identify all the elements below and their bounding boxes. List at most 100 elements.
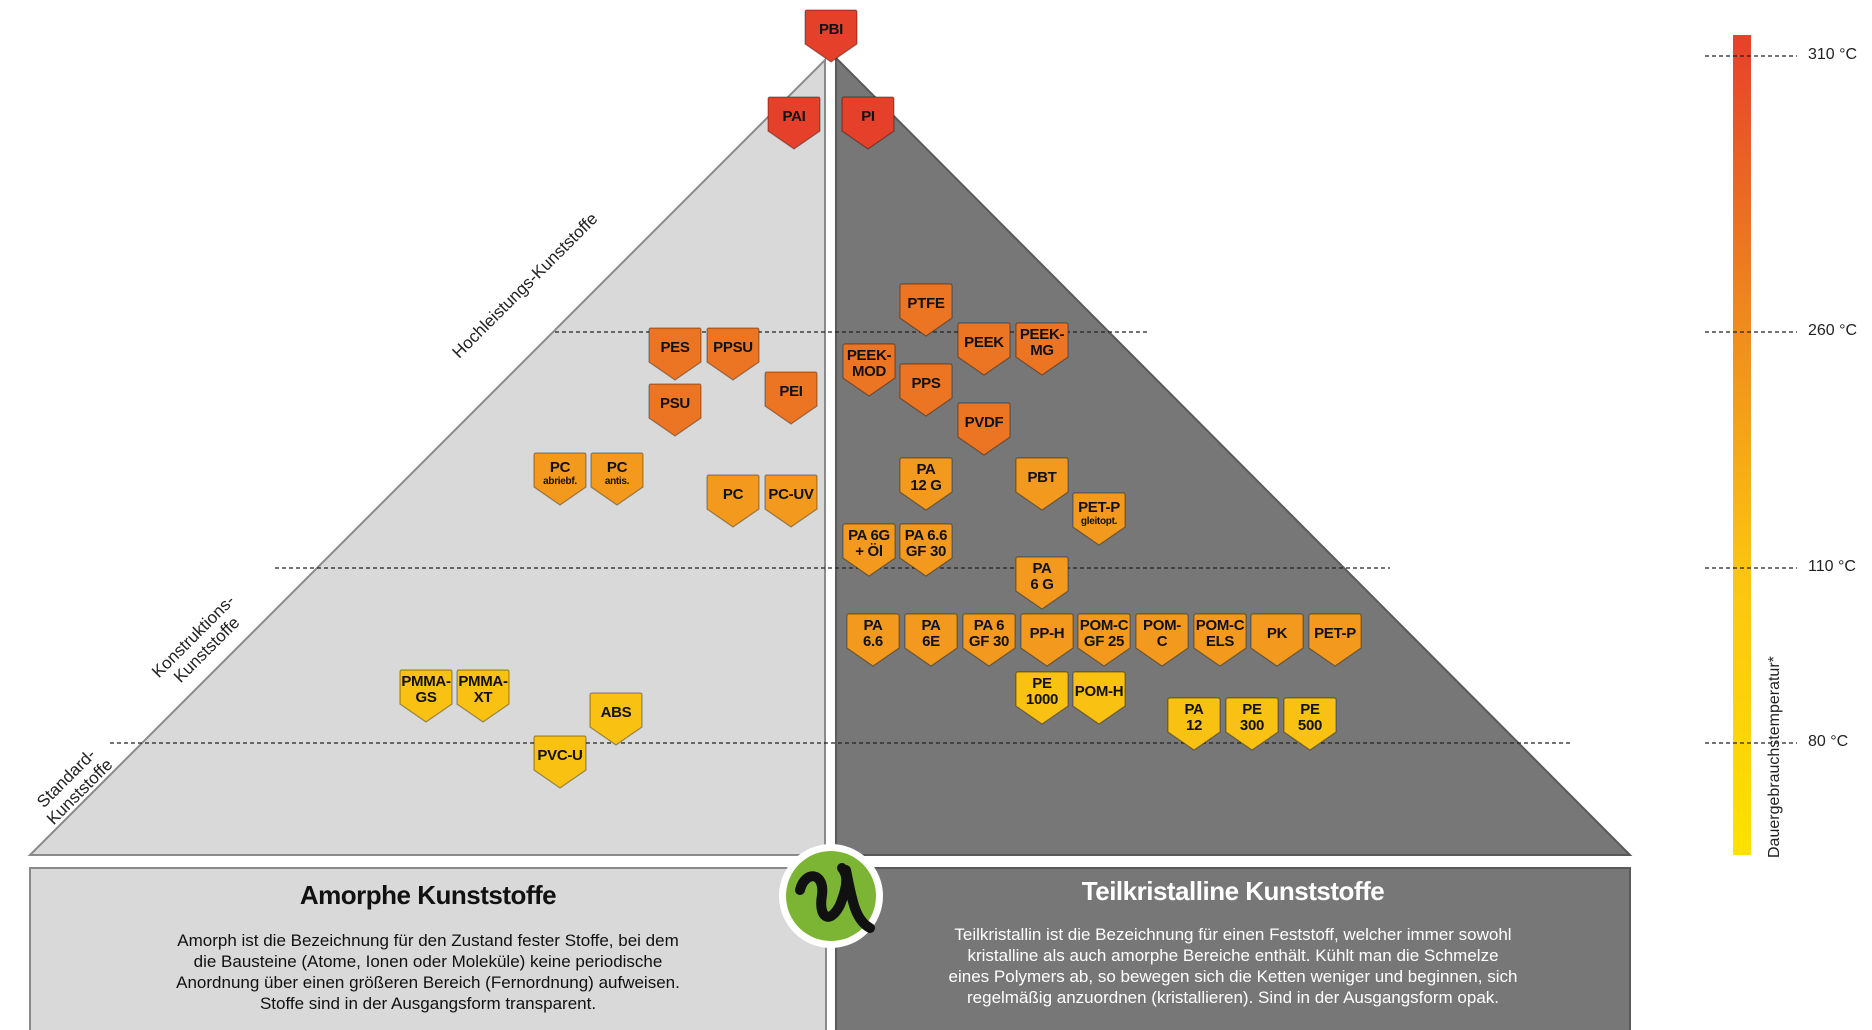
tag-label-l1: PEI xyxy=(779,383,803,400)
tag-shape xyxy=(533,735,587,789)
tag-body xyxy=(1167,697,1221,751)
tag-body xyxy=(899,363,953,417)
tag-body xyxy=(399,669,453,723)
tag-label-l2: GF 30 xyxy=(968,633,1010,650)
tag-label-l1: PEEK- xyxy=(1019,326,1065,343)
tag-pc-uv[interactable]: PC-UV xyxy=(763,473,819,529)
tag-label-l1: PBT xyxy=(1027,469,1057,486)
tag-pi[interactable]: PI xyxy=(840,95,896,151)
tag-body xyxy=(962,613,1016,667)
tag-shape xyxy=(904,613,958,667)
tag-shape xyxy=(957,402,1011,456)
tag-pvc-u[interactable]: PVC-U xyxy=(532,734,588,790)
tag-body xyxy=(533,735,587,789)
tag-pbi[interactable]: PBI xyxy=(803,8,859,64)
tag-label-l2: + Öl xyxy=(855,543,883,560)
tag-label: ABS xyxy=(588,691,644,735)
tag-label: PBT xyxy=(1014,456,1070,500)
tag-label-l1: PET-P xyxy=(1078,498,1120,516)
tag-peek-mod[interactable]: PEEK-MOD xyxy=(841,342,897,398)
tag-body xyxy=(1015,457,1069,511)
tag-pbt[interactable]: PBT xyxy=(1014,456,1070,512)
tag-pp-h[interactable]: PP-H xyxy=(1019,612,1075,668)
tag-shape xyxy=(841,96,895,150)
tag-shape xyxy=(846,613,900,667)
tag-shape xyxy=(1015,457,1069,511)
tag-shape xyxy=(1077,613,1131,667)
tag-label-l2: GF 25 xyxy=(1083,633,1125,650)
tag-label-l1: PE xyxy=(1300,701,1320,718)
tag-label: PSU xyxy=(647,382,703,426)
tag-label-l2: MOD xyxy=(851,363,887,380)
tag-pom-h[interactable]: POM-H xyxy=(1071,670,1127,726)
tag-psu[interactable]: PSU xyxy=(647,382,703,438)
tag-pc[interactable]: PC xyxy=(705,473,761,529)
tag-abs[interactable]: ABS xyxy=(588,691,644,747)
tag-ppsu[interactable]: PPSU xyxy=(705,326,761,382)
tag-pps[interactable]: PPS xyxy=(898,362,954,418)
tag-body xyxy=(767,96,821,150)
tag-pmma-xt[interactable]: PMMA-XT xyxy=(455,668,511,724)
tag-peek[interactable]: PEEK xyxy=(956,321,1012,377)
tag-label-l1: PA xyxy=(1032,560,1052,577)
tag-label-l2: GF 30 xyxy=(905,543,947,560)
tag-label: PAI xyxy=(766,95,822,139)
tag-shape xyxy=(1250,613,1304,667)
tag-pei[interactable]: PEI xyxy=(763,370,819,426)
tag-label: PES xyxy=(647,326,703,370)
tag-label: PPS xyxy=(898,362,954,406)
tag-shape xyxy=(957,322,1011,376)
tag-label: PI xyxy=(840,95,896,139)
tag-pet-p[interactable]: PET-P xyxy=(1307,612,1363,668)
scale-label-260: 260 °C xyxy=(1808,322,1858,339)
tag-label-l2: 1000 xyxy=(1025,691,1059,708)
tag-pk[interactable]: PK xyxy=(1249,612,1305,668)
tag-label: PEEK xyxy=(956,321,1012,365)
tag-body xyxy=(1077,613,1131,667)
tag-shape xyxy=(589,692,643,746)
semicrystalline-title: Teilkristalline Kunststoffe xyxy=(1081,876,1385,906)
tag-peek-mg[interactable]: PEEK-MG xyxy=(1014,321,1070,377)
tag-pa-6g-oel[interactable]: PA 6G+ Öl xyxy=(841,522,897,578)
tag-pes[interactable]: PES xyxy=(647,326,703,382)
tag-pom-c[interactable]: POM-C xyxy=(1134,612,1190,668)
scale-label-110: 110 °C xyxy=(1808,558,1856,575)
tag-label-l1: PC-UV xyxy=(768,486,814,503)
amorphous-line-1: Amorph ist die Bezeichnung für den Zusta… xyxy=(177,931,679,950)
tag-label-l1: PA xyxy=(921,617,941,634)
tag-ptfe[interactable]: PTFE xyxy=(898,282,954,338)
tag-body xyxy=(648,383,702,437)
tag-pai[interactable]: PAI xyxy=(766,95,822,151)
tag-body xyxy=(533,452,587,506)
tag-shape xyxy=(1193,613,1247,667)
tag-body xyxy=(1283,697,1337,751)
tag-pvdf[interactable]: PVDF xyxy=(956,401,1012,457)
tag-pmma-gs[interactable]: PMMA-GS xyxy=(398,668,454,724)
tag-label-l1: PA xyxy=(916,461,936,478)
tag-label-l1: PTFE xyxy=(907,295,945,312)
tag-label-l2: MG xyxy=(1030,342,1054,359)
amorphous-line-2: die Bausteine (Atome, Ionen oder Molekül… xyxy=(193,952,663,971)
tag-label: PET-P xyxy=(1307,612,1363,656)
